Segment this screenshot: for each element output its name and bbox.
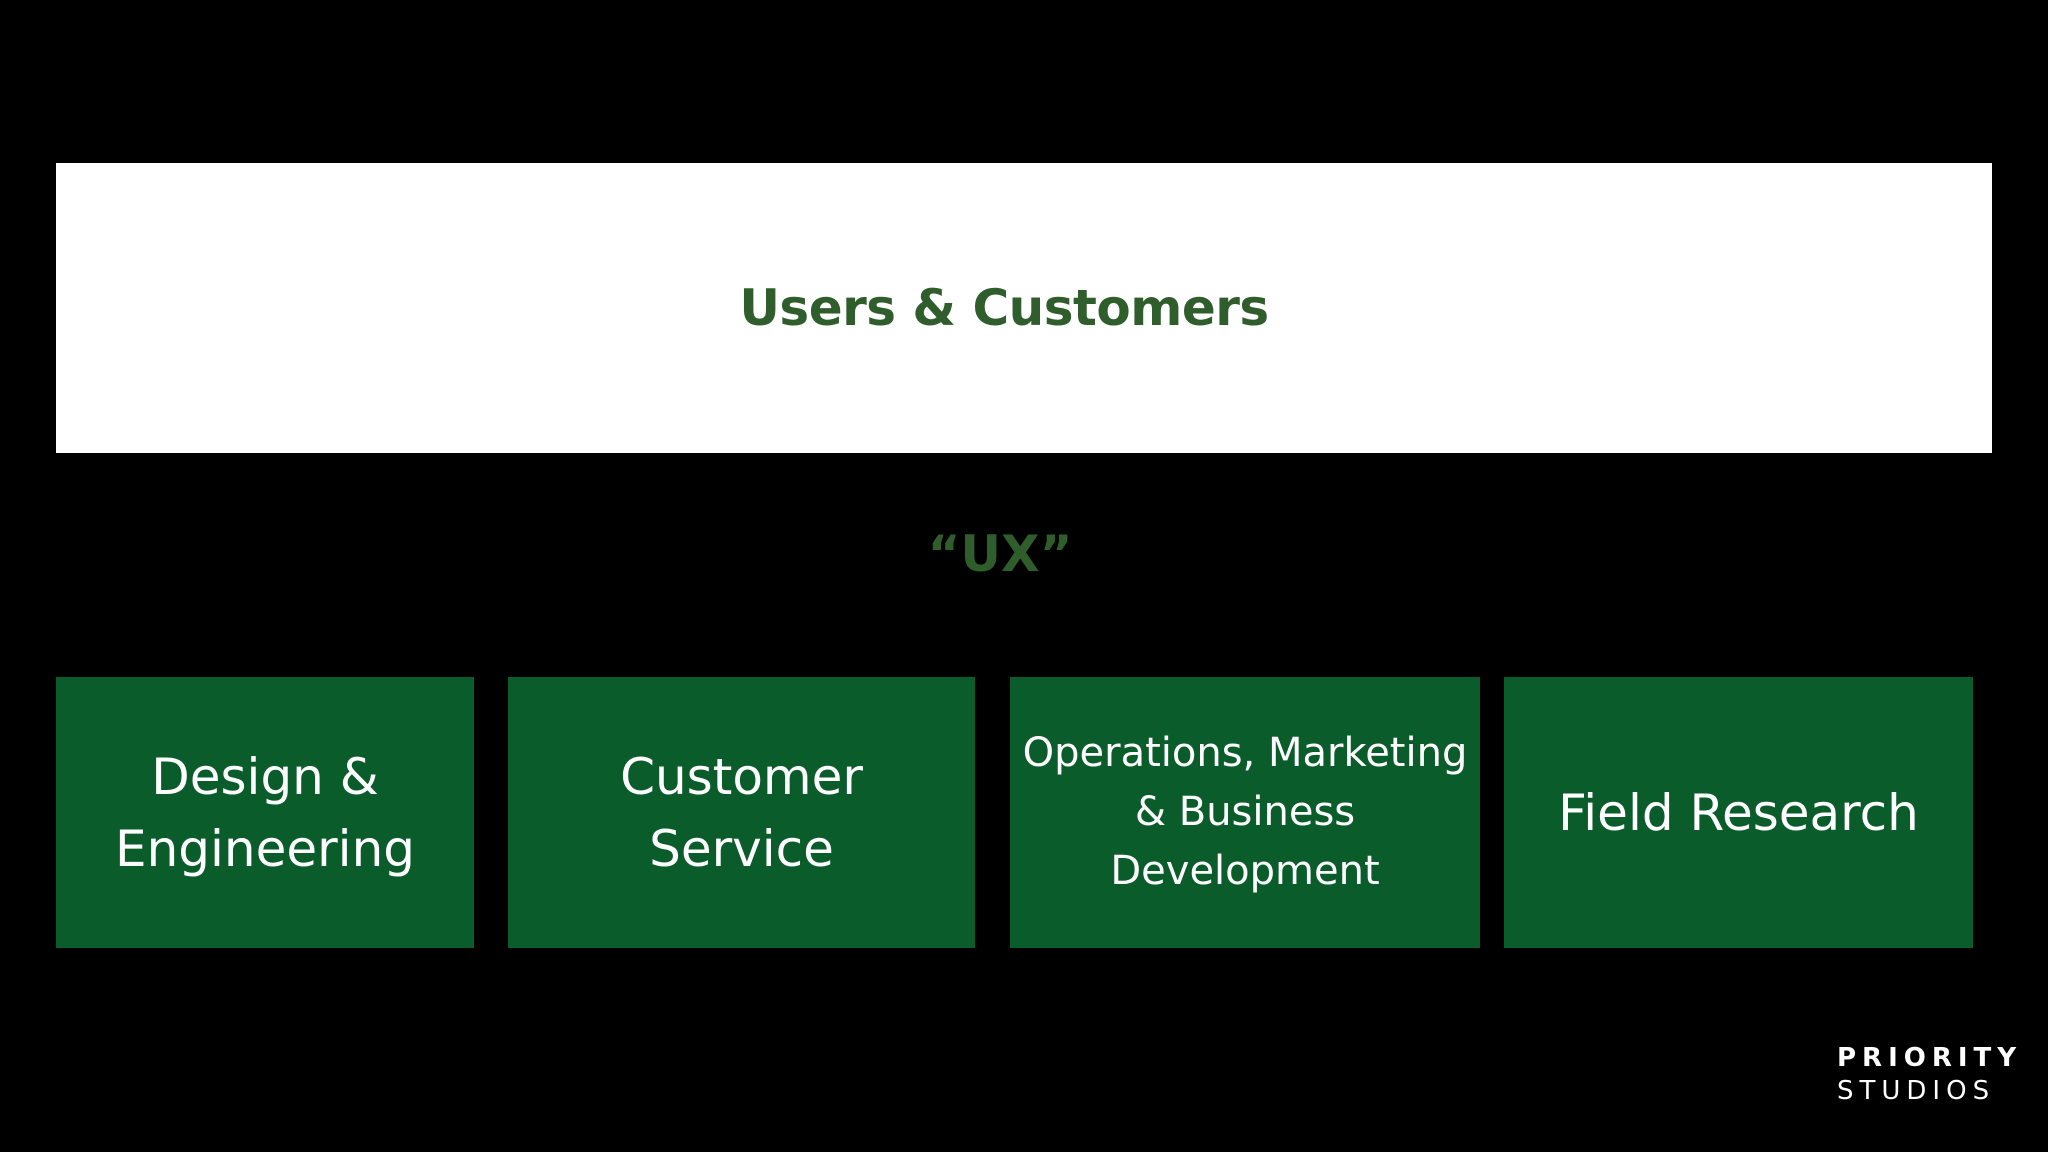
customer-service-label: Customer Service: [620, 747, 863, 878]
operations-marketing-box: Operations, Marketing & Business Develop…: [1010, 677, 1480, 948]
field-research-box: Field Research: [1504, 677, 1973, 948]
ux-label: “UX”: [927, 525, 1073, 583]
users-customers-box: Users & Customers: [56, 163, 1992, 453]
design-engineering-box: Design & Engineering: [56, 677, 474, 948]
priority-studios-logo: PRIORITY STUDIOS: [1837, 1042, 2023, 1108]
users-customers-label: Users & Customers: [739, 279, 1269, 337]
customer-service-box: Customer Service: [508, 677, 975, 948]
operations-marketing-label: Operations, Marketing & Business Develop…: [1022, 730, 1468, 894]
design-engineering-label: Design & Engineering: [115, 747, 415, 878]
logo-line-studios: STUDIOS: [1837, 1076, 1996, 1106]
logo-line-priority: PRIORITY: [1837, 1043, 2023, 1073]
field-research-label: Field Research: [1558, 783, 1919, 842]
